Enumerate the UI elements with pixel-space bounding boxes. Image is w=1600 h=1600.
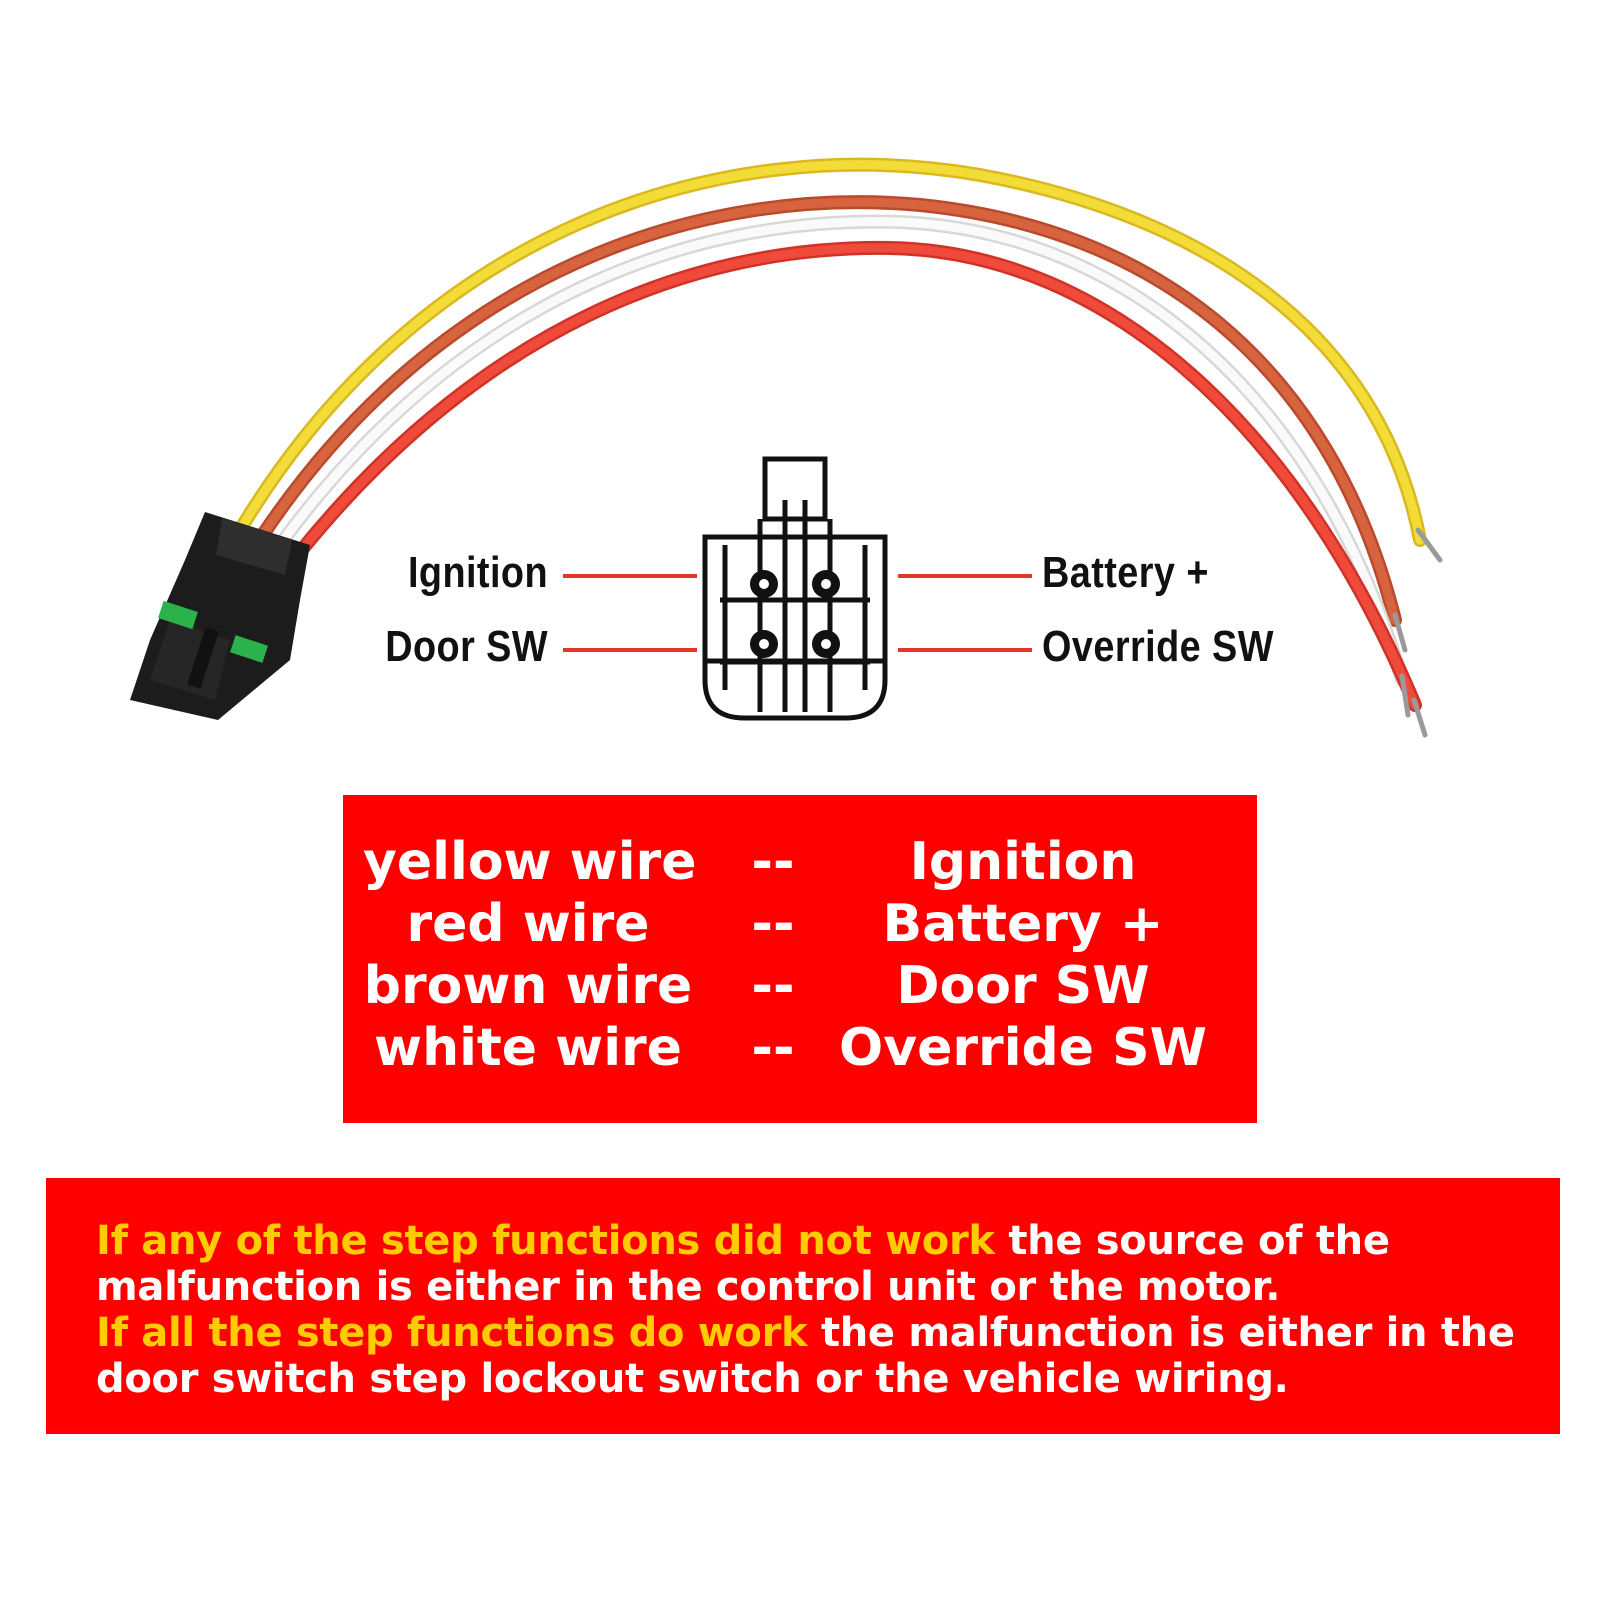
note-text-1: the source of the bbox=[994, 1218, 1390, 1264]
wire-function: Door SW bbox=[896, 956, 1150, 1016]
wire-harness-photo bbox=[130, 157, 1443, 738]
note-highlight-2: If all the step functions do work bbox=[96, 1310, 808, 1356]
note-line-2: malfunction is either in the control uni… bbox=[96, 1264, 1281, 1310]
note-highlight-1: If any of the step functions did not wor… bbox=[96, 1218, 995, 1264]
wire-color: brown wire bbox=[363, 956, 693, 1016]
connector-pinout-diagram bbox=[702, 456, 888, 721]
separator: -- bbox=[751, 832, 795, 892]
label-ignition: Ignition bbox=[407, 548, 548, 597]
table-row: red wire -- Battery + bbox=[343, 893, 1257, 955]
label-door-sw: Door SW bbox=[385, 622, 548, 671]
note-line-3: If all the step functions do work the ma… bbox=[96, 1310, 1515, 1356]
table-row: yellow wire -- Ignition bbox=[343, 831, 1257, 893]
wire-function: Override SW bbox=[839, 1018, 1207, 1078]
note-text-3: the malfunction is either in the bbox=[807, 1310, 1515, 1356]
note-line-4: door switch step lockout switch or the v… bbox=[96, 1356, 1289, 1402]
wire-color-table: yellow wire -- Ignition red wire -- Batt… bbox=[343, 795, 1257, 1123]
note-line-1: If any of the step functions did not wor… bbox=[96, 1218, 1390, 1264]
wire-end bbox=[1411, 697, 1428, 738]
wire-end bbox=[1415, 527, 1443, 563]
wire-function: Battery + bbox=[882, 894, 1164, 954]
wire-color: yellow wire bbox=[363, 832, 697, 892]
wire-color: red wire bbox=[406, 894, 650, 954]
wire-function: Ignition bbox=[909, 832, 1137, 892]
table-row: brown wire -- Door SW bbox=[343, 955, 1257, 1017]
separator: -- bbox=[751, 956, 795, 1016]
wire-end bbox=[1392, 612, 1408, 653]
wire-end bbox=[1399, 673, 1411, 718]
label-override-sw: Override SW bbox=[1042, 622, 1274, 671]
separator: -- bbox=[751, 1018, 795, 1078]
wire-color: white wire bbox=[374, 1018, 682, 1078]
troubleshooting-note: If any of the step functions did not wor… bbox=[46, 1178, 1560, 1434]
label-battery: Battery + bbox=[1042, 548, 1209, 597]
table-row: white wire -- Override SW bbox=[343, 1017, 1257, 1079]
connector-plug bbox=[130, 512, 310, 720]
separator: -- bbox=[751, 894, 795, 954]
